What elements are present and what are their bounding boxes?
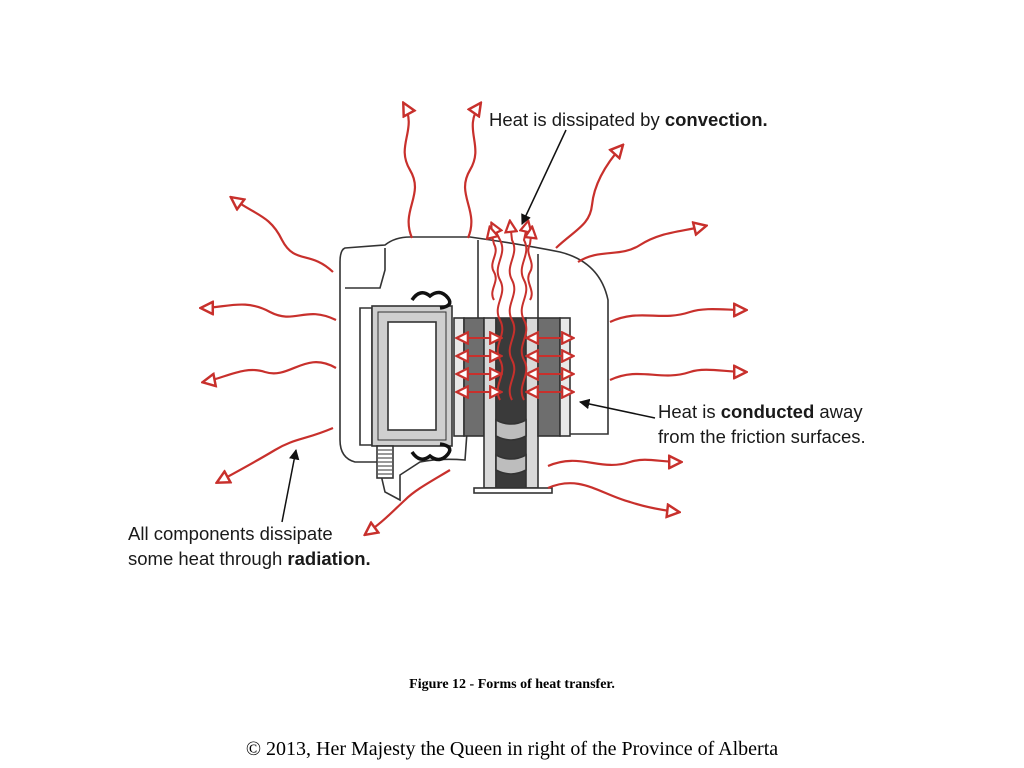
outer-pad-backing: [559, 317, 571, 437]
bleeder-fitting: [376, 445, 394, 479]
radiation-arrow: [464, 104, 480, 239]
radiation-label-line2: some heat through radiation.: [128, 548, 371, 569]
radiation-arrow: [577, 226, 705, 263]
convection-arrow: [528, 228, 532, 301]
figure-caption: Figure 12 - Forms of heat transfer.: [409, 677, 615, 692]
inner-pad-backing: [453, 317, 465, 437]
conduction-leader: [578, 398, 656, 419]
radiation-arrow: [218, 426, 334, 482]
radiation-arrow: [366, 469, 451, 534]
leader-lines: [281, 129, 656, 523]
outer-brake-pad: [537, 317, 561, 437]
piston-seal-top: [410, 290, 452, 310]
radiation-arrow: [555, 146, 622, 249]
radiation-arrow: [204, 361, 337, 382]
conduction-label-line2: from the friction surfaces.: [658, 426, 866, 447]
inner-brake-pad: [463, 317, 485, 437]
convection-label: Heat is dissipated by convection.: [489, 109, 768, 130]
convection-arrow: [510, 222, 515, 401]
radiation-arrow: [404, 104, 415, 239]
conduction-label-line1: Heat is conducted away: [658, 401, 863, 422]
piston-seal-bottom: [410, 442, 452, 462]
copyright-notice: © 2013, Her Majesty the Queen in right o…: [245, 738, 779, 760]
radiation-label-line1: All components dissipate: [128, 523, 333, 544]
conduction-arrows: [458, 338, 572, 392]
radiation-arrows: [202, 104, 745, 534]
radiation-arrow: [609, 309, 745, 323]
radiation-leader: [281, 448, 300, 523]
radiation-arrow: [202, 305, 337, 321]
radiation-arrow: [609, 370, 745, 381]
radiation-arrow: [547, 482, 678, 512]
convection-leader: [521, 129, 567, 225]
radiation-arrow: [232, 198, 334, 273]
convection-arrow: [490, 228, 496, 301]
radiation-arrow: [547, 460, 680, 466]
